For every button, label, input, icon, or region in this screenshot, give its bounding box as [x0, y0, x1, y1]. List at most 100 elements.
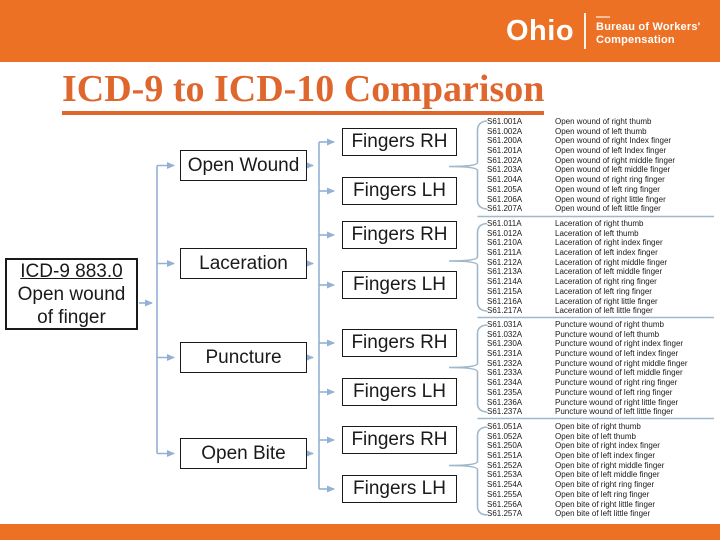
icd10-description: Open wound of left Index finger	[555, 146, 667, 156]
icd10-description: Open bite of right little finger	[555, 499, 656, 509]
code-row: S61.252A Open bite of right middle finge…	[487, 461, 717, 471]
category-box: Open Bite	[180, 438, 307, 469]
code-block: S61.011A Laceration of right thumb S61.0…	[487, 219, 717, 316]
icd10-description: Open wound of left thumb	[555, 126, 647, 136]
icd10-description: Laceration of left middle finger	[555, 267, 663, 277]
icd10-description: Puncture wound of right thumb	[555, 320, 664, 329]
icd10-code: S61.251A	[487, 451, 523, 461]
agency-line1: Bureau of Workers'	[596, 20, 701, 33]
icd10-description: Puncture wound of right ring finger	[555, 378, 678, 388]
code-row: S61.236A Puncture wound of right little …	[487, 398, 717, 408]
code-row: S61.214A Laceration of right ring finger	[487, 277, 717, 287]
icd10-code: S61.231A	[487, 349, 523, 359]
icd10-code: S61.230A	[487, 339, 523, 349]
logo-divider	[584, 13, 587, 49]
code-block: S61.031A Puncture wound of right thumb S…	[487, 320, 717, 417]
category-label: Laceration	[199, 252, 288, 274]
icd10-description: Puncture wound of right index finger	[555, 339, 684, 349]
icd10-code: S61.052A	[487, 431, 523, 441]
icd10-description: Open bite of left little finger	[555, 509, 651, 519]
code-row: S61.216A Laceration of right little fing…	[487, 297, 717, 307]
code-row: S61.052A Open bite of left thumb	[487, 432, 717, 442]
icd10-code: S61.031A	[487, 320, 523, 329]
fingers-label: Fingers RH	[351, 131, 448, 152]
code-row: S61.211A Laceration of left index finger	[487, 248, 717, 258]
icd10-description: Puncture wound of right little finger	[555, 397, 679, 407]
code-row: S61.205A Open wound of left ring finger	[487, 185, 717, 195]
icd10-description: Open bite of left index finger	[555, 451, 656, 461]
code-row: S61.231A Puncture wound of left index fi…	[487, 349, 717, 359]
code-row: S61.257A Open bite of left little finger	[487, 509, 717, 519]
code-row: S61.255A Open bite of left ring finger	[487, 490, 717, 500]
icd10-code: S61.217A	[487, 306, 523, 316]
bwc-logo: Ohio Bureau of Workers' Compensation	[506, 12, 700, 50]
code-row: S61.207A Open wound of left little finge…	[487, 204, 717, 214]
code-row: S61.012A Laceration of left thumb	[487, 229, 717, 239]
icd10-description: Open bite of right ring finger	[555, 480, 655, 490]
category-label: Open Bite	[201, 442, 286, 464]
icd10-code: S61.204A	[487, 175, 523, 185]
fingers-label: Fingers LH	[353, 478, 446, 499]
code-row: S61.204A Open wound of right ring finger	[487, 175, 717, 185]
fingers-box: Fingers LH	[342, 271, 457, 299]
icd10-code: S61.256A	[487, 499, 523, 509]
fingers-box: Fingers RH	[342, 426, 457, 454]
icd10-description: Open bite of right thumb	[555, 422, 641, 431]
icd9-desc-line2: of finger	[37, 306, 106, 328]
icd10-description: Laceration of right little finger	[555, 296, 658, 306]
header-bar: Ohio Bureau of Workers' Compensation	[0, 0, 720, 62]
code-row: S61.235A Puncture wound of left ring fin…	[487, 388, 717, 398]
icd10-code: S61.201A	[487, 146, 523, 156]
icd10-description: Open wound of right middle finger	[555, 155, 676, 165]
icd10-code: S61.232A	[487, 358, 523, 368]
code-row: S61.002A Open wound of left thumb	[487, 127, 717, 137]
footer-bar	[0, 524, 720, 540]
icd10-description: Puncture wound of left ring finger	[555, 387, 673, 397]
icd10-description: Puncture wound of left middle finger	[555, 368, 683, 378]
code-row: S61.256A Open bite of right little finge…	[487, 500, 717, 510]
fingers-label: Fingers RH	[351, 332, 448, 353]
icd10-description: Open wound of left ring finger	[555, 184, 660, 194]
icd10-code: S61.216A	[487, 296, 523, 306]
icd10-code: S61.215A	[487, 286, 523, 296]
code-row: S61.206A Open wound of right little fing…	[487, 195, 717, 205]
icd10-code: S61.235A	[487, 387, 523, 397]
code-row: S61.051A Open bite of right thumb	[487, 422, 717, 432]
category-label: Puncture	[205, 346, 282, 368]
code-row: S61.254A Open bite of right ring finger	[487, 480, 717, 490]
icd10-code: S61.211A	[487, 248, 522, 258]
icd10-code: S61.002A	[487, 126, 523, 136]
code-row: S61.212A Laceration of right middle fing…	[487, 258, 717, 268]
icd10-description: Laceration of right ring finger	[555, 277, 657, 287]
icd10-description: Laceration of right thumb	[555, 219, 644, 228]
code-row: S61.250A Open bite of right index finger	[487, 441, 717, 451]
icd10-code: S61.250A	[487, 441, 523, 451]
fingers-box: Fingers RH	[342, 221, 457, 249]
code-row: S61.234A Puncture wound of right ring fi…	[487, 378, 717, 388]
icd10-description: Laceration of left index finger	[555, 248, 658, 258]
icd10-code: S61.202A	[487, 155, 523, 165]
icd10-code: S61.001A	[487, 117, 523, 126]
ohio-wordmark: Ohio	[506, 15, 575, 47]
icd10-code: S61.206A	[487, 194, 523, 204]
icd10-code: S61.212A	[487, 257, 523, 267]
icd10-code: S61.237A	[487, 407, 523, 417]
icd10-description: Open bite of left thumb	[555, 431, 636, 441]
icd10-description: Open wound of left middle finger	[555, 165, 671, 175]
icd10-code: S61.207A	[487, 204, 523, 214]
icd10-code: S61.252A	[487, 460, 523, 470]
arrow-connectors	[139, 138, 335, 493]
code-row: S61.230A Puncture wound of right index f…	[487, 339, 717, 349]
icd10-code: S61.011A	[487, 219, 522, 228]
icd10-code: S61.236A	[487, 397, 523, 407]
fingers-label: Fingers RH	[351, 429, 448, 450]
icd9-root-box: ICD-9 883.0 Open wound of finger	[5, 258, 138, 330]
icd10-code: S61.213A	[487, 267, 523, 277]
code-row: S61.237A Puncture wound of left little f…	[487, 407, 717, 417]
icd10-description: Open wound of right thumb	[555, 117, 652, 126]
icd10-code: S61.205A	[487, 184, 523, 194]
icd10-description: Laceration of left thumb	[555, 228, 639, 238]
code-row: S61.001A Open wound of right thumb	[487, 117, 717, 127]
icd10-code: S61.257A	[487, 509, 523, 519]
